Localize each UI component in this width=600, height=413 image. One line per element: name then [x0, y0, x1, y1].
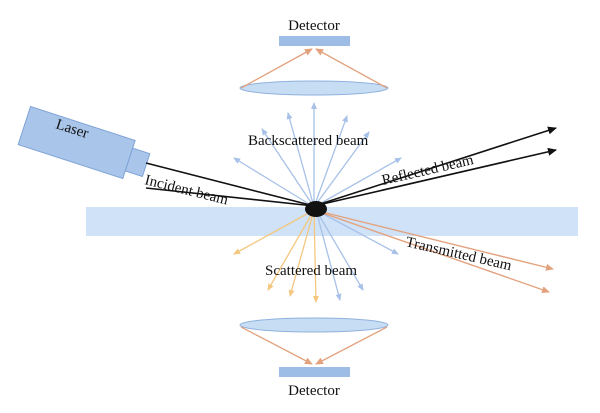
scattered-rays-orange	[233, 209, 319, 303]
bottom-detector-label: Detector	[288, 383, 340, 399]
backscatter-ray	[261, 128, 315, 208]
incident-beam	[145, 162, 315, 207]
reflected-ray	[313, 147, 557, 207]
backscatter-ray	[313, 131, 370, 208]
scatter-ray	[315, 209, 364, 291]
transmitted-ray	[313, 209, 554, 271]
scatter-ray	[233, 209, 315, 255]
backscatter-ray	[286, 112, 315, 208]
scatter-ray	[288, 209, 315, 297]
backscattered-rays	[233, 102, 402, 208]
backscatter-ray	[313, 115, 348, 208]
scatter-ray	[267, 209, 315, 291]
bottom-detector	[279, 367, 350, 377]
transmitted-beams	[313, 209, 554, 293]
transmitted-ray	[313, 209, 550, 293]
top-detector-label: Detector	[288, 18, 340, 34]
reflected-beams	[313, 126, 557, 207]
scattered-rays-blue	[315, 209, 399, 301]
reflected-ray	[313, 126, 557, 207]
top-detector	[279, 36, 350, 46]
backscatter-ray	[233, 157, 315, 208]
scattering-particle	[305, 201, 327, 217]
incident-beam-label: Incident beam	[143, 172, 230, 208]
scatter-ray	[315, 209, 342, 301]
transmitted-beam-label: Transmitted beam	[404, 234, 513, 274]
top-focus-rays	[240, 48, 388, 89]
scattered-beam-label: Scattered beam	[265, 263, 357, 279]
scatter-ray	[312, 209, 319, 303]
backscattered-beam-label: Backscattered beam	[248, 133, 369, 149]
reflected-beam-label: Reflected beam	[380, 152, 475, 189]
backscatter-ray	[313, 157, 402, 208]
sample-slab	[86, 207, 578, 236]
scatter-ray	[315, 209, 399, 255]
bottom-focus-rays	[240, 326, 388, 365]
top-lens	[239, 80, 389, 96]
laser-source	[17, 105, 151, 180]
bottom-lens	[239, 317, 389, 333]
